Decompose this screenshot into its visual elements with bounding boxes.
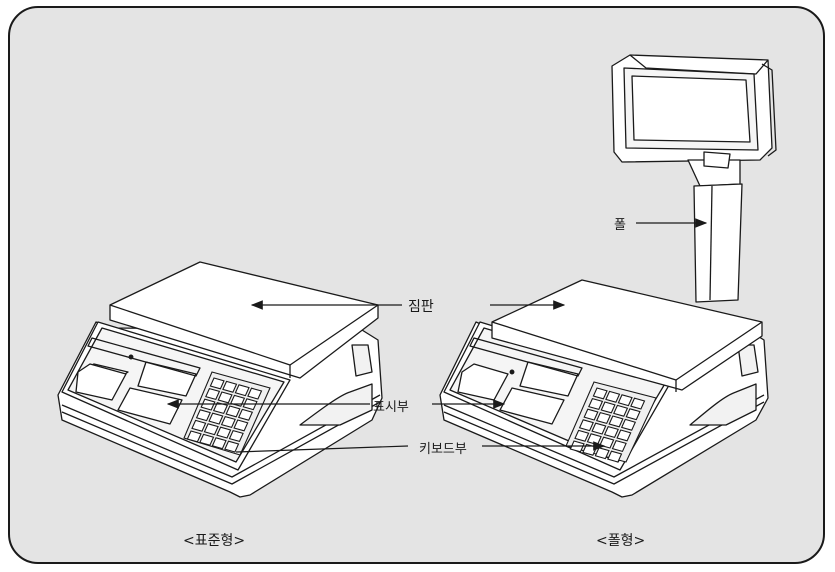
keypad-key (607, 450, 623, 463)
keypad-key (211, 437, 227, 450)
keypad-key (222, 380, 238, 393)
keypad-key (203, 423, 219, 436)
keypad-key (225, 405, 241, 418)
keypad-key (588, 397, 604, 411)
keypad-key (605, 390, 621, 403)
keypad-key (591, 422, 607, 435)
pole-keypad (565, 381, 657, 463)
keypad-key (620, 418, 637, 431)
caption-standard: <표준형> (183, 533, 246, 549)
keypad-key (234, 384, 250, 397)
keypad-key (205, 387, 221, 401)
keypad-key (600, 401, 616, 414)
keypad-key (208, 412, 224, 425)
keypad-key (578, 419, 594, 432)
leader-lines (166, 218, 708, 453)
keypad-key (191, 419, 207, 432)
keypad-key (195, 409, 211, 422)
keypad-key (613, 404, 629, 417)
keypad-key (247, 387, 263, 400)
keypad-key (228, 429, 244, 443)
keypad-key (220, 415, 236, 429)
keypad-key (611, 439, 627, 453)
keypad-key (217, 391, 233, 404)
keypad-key (617, 394, 633, 407)
caption-pole-type: <폴형> (596, 533, 646, 549)
keypad-key (209, 377, 225, 390)
standard-keypad (183, 371, 271, 456)
keypad-key (186, 430, 202, 443)
keypad-key (616, 429, 632, 442)
arrow-keyboard-left (235, 445, 409, 453)
keypad-key (237, 408, 254, 421)
keypad-key (608, 415, 624, 428)
keypad-key (592, 387, 608, 400)
keypad-key (625, 408, 641, 421)
label-keyboard: 키보드부 (419, 442, 467, 457)
label-pole: 폴 (614, 218, 626, 233)
keypad-key (199, 433, 215, 446)
keypad-key (630, 397, 646, 410)
keypad-key (583, 408, 599, 421)
keypad-key (216, 426, 232, 439)
keypad-key (603, 425, 619, 439)
label-platter: 짐판 (408, 299, 434, 315)
keypad-key (574, 429, 590, 442)
label-display: 표시부 (373, 400, 409, 415)
keypad-key (233, 419, 249, 432)
keypad-key (224, 440, 240, 453)
keypad-key (595, 411, 612, 425)
